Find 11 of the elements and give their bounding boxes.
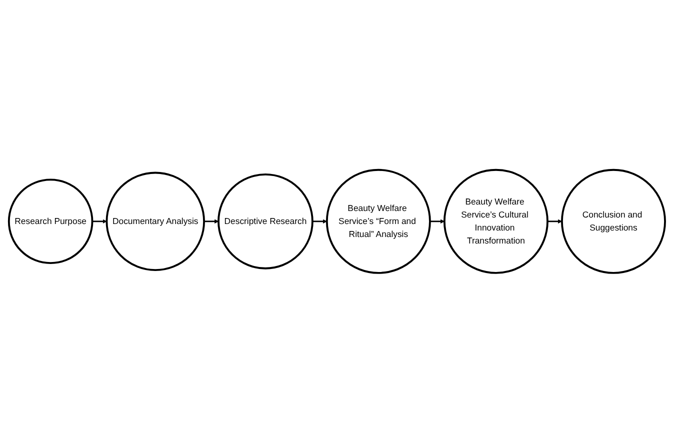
node-circle: Conclusion and Suggestions xyxy=(561,168,666,274)
arrow xyxy=(92,218,107,224)
arrow xyxy=(312,218,328,224)
node-circle: Beauty Welfare Service’s Cultural Innovation Transformation xyxy=(444,168,548,274)
node-circle: Documentary Analysis xyxy=(106,171,206,271)
node-circle: Descriptive Research xyxy=(218,173,314,269)
arrow xyxy=(430,218,445,224)
arrow xyxy=(548,218,562,224)
arrow xyxy=(204,218,219,224)
node-circle: Beauty Welfare Service’s “Form and Ritual” Analysis xyxy=(326,168,431,274)
node-circle: Research Purpose xyxy=(8,178,94,264)
